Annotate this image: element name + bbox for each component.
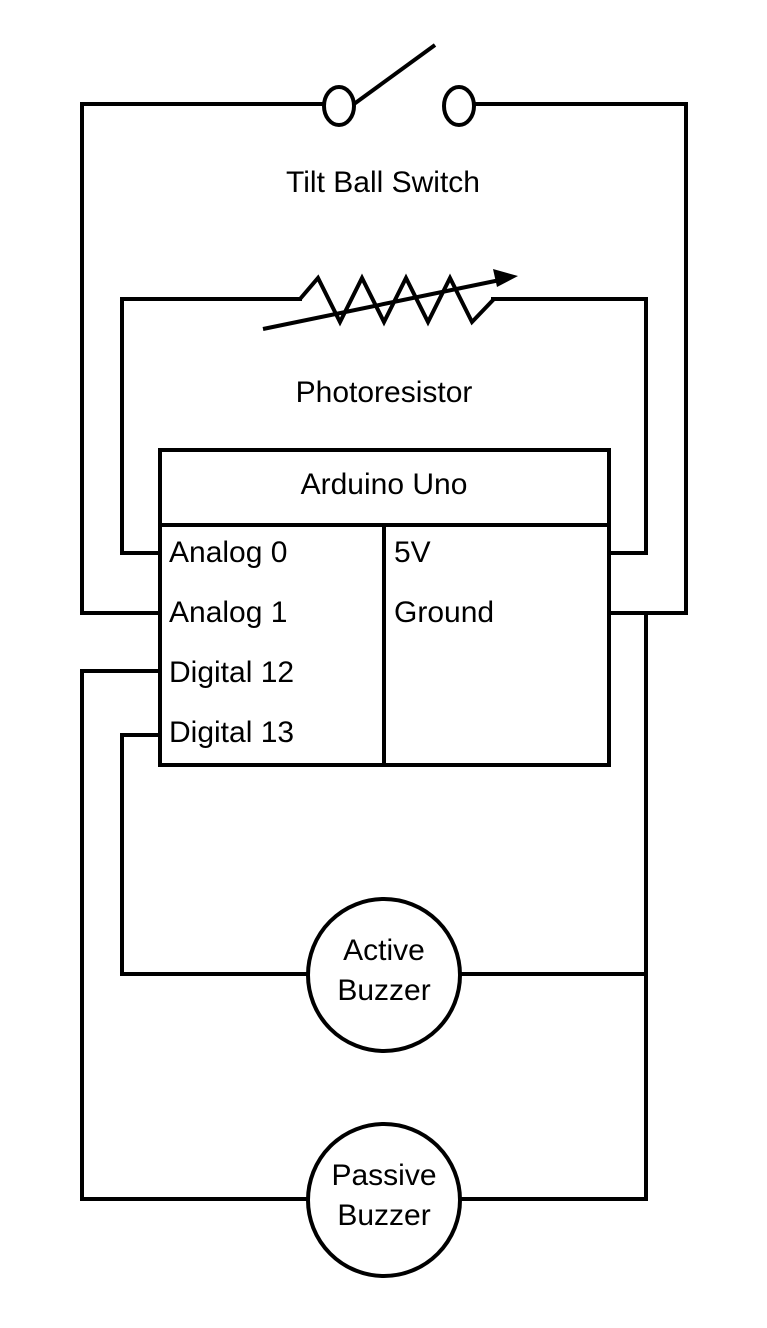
arduino-uno-block: Arduino Uno Analog 0 Analog 1 Digital 12… [158, 448, 611, 767]
pin-ground: Ground [394, 596, 494, 629]
tilt-switch-symbol [322, 43, 476, 127]
ground-rail [461, 613, 648, 1201]
passive-buzzer-label-line2: Buzzer [337, 1199, 430, 1232]
buzzer-wires [80, 613, 648, 1201]
arduino-title: Arduino Uno [301, 468, 468, 501]
tilt-switch-label: Tilt Ball Switch [286, 166, 480, 199]
photoresistor-wires [120, 297, 648, 555]
switch-contact-right [442, 85, 476, 127]
variable-arrow-head [493, 269, 518, 287]
pin-5v: 5V [394, 536, 431, 569]
pin-analog-0: Analog 0 [169, 536, 287, 569]
pin-analog-1: Analog 1 [169, 596, 287, 629]
passive-buzzer-label-line1: Passive [331, 1159, 436, 1192]
pin-digital-12: Digital 12 [169, 656, 294, 689]
active-buzzer-label-line1: Active [343, 934, 425, 967]
switch-lever [352, 43, 437, 106]
passive-buzzer-circle [306, 1122, 462, 1278]
passive-buzzer: Passive Buzzer [306, 1122, 462, 1278]
digital12-to-passive-buzzer [80, 669, 307, 1201]
photoresistor-label: Photoresistor [296, 376, 473, 409]
switch-contact-left [322, 85, 356, 127]
active-buzzer: Active Buzzer [306, 897, 462, 1053]
photoresistor-symbol [262, 269, 518, 331]
active-buzzer-circle [306, 897, 462, 1053]
digital13-to-active-buzzer [120, 733, 307, 976]
variable-arrow-shaft [262, 278, 501, 331]
active-buzzer-label-line2: Buzzer [337, 974, 430, 1007]
pin-digital-13: Digital 13 [169, 716, 294, 749]
